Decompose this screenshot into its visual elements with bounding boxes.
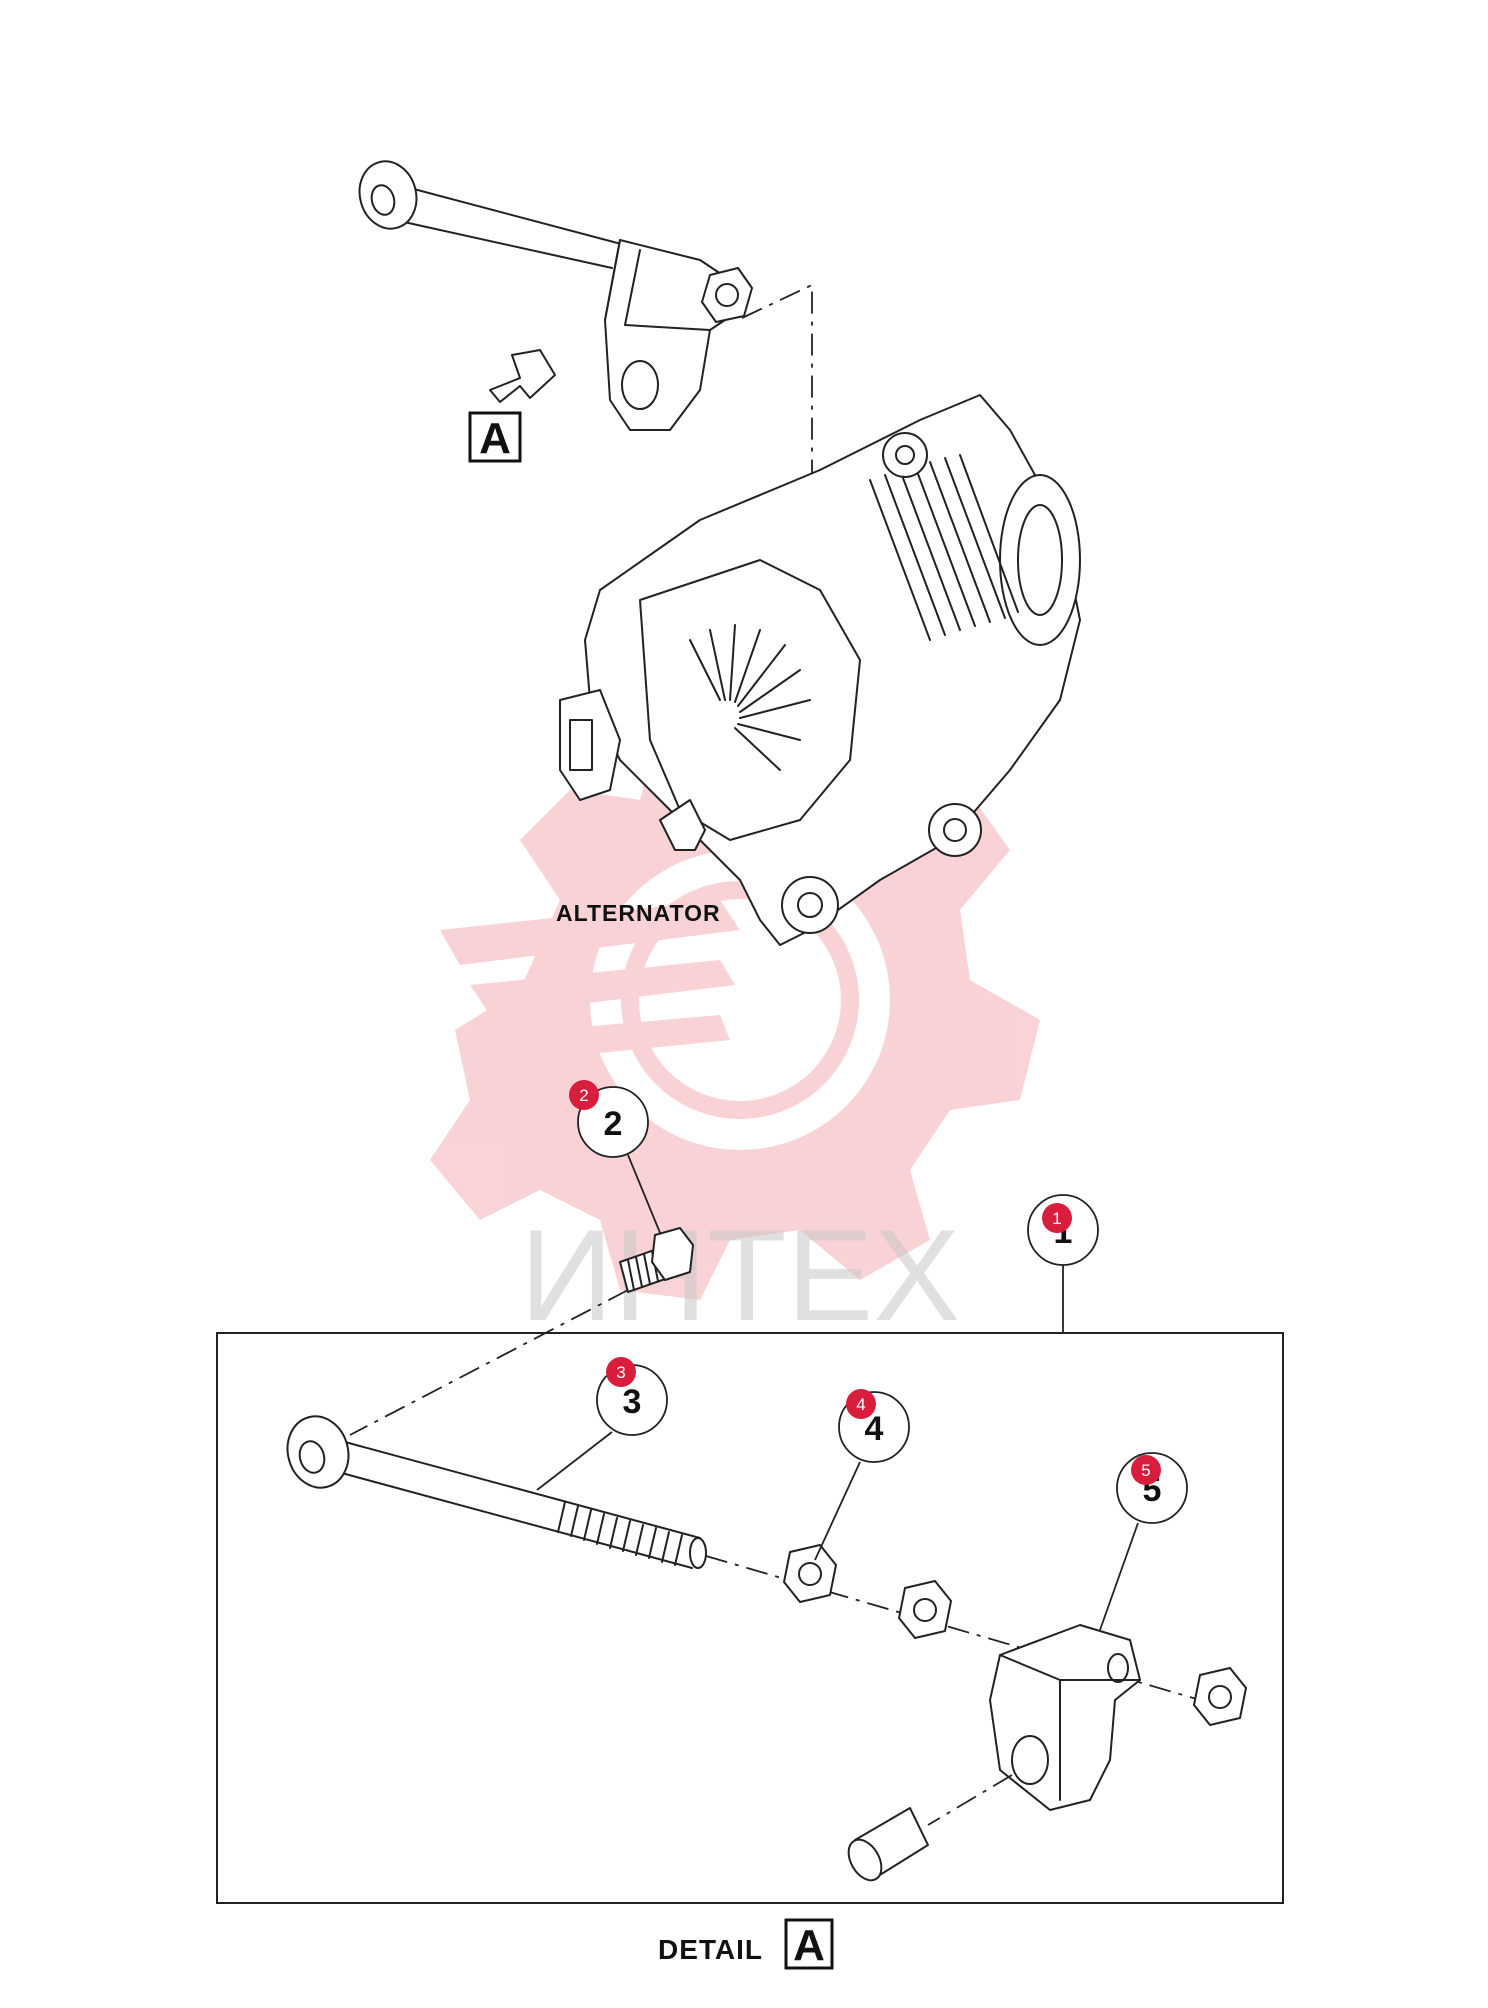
bracket-part-5 (989, 1624, 1141, 1811)
nut-4-body (783, 1544, 837, 1603)
rod-3-threads (557, 1501, 683, 1566)
detail-label: DETAIL A (658, 1918, 834, 1970)
callout-5: 5 5 (1099, 1452, 1188, 1631)
watermark-gear-ring (621, 881, 859, 1119)
callout-5-badge (1131, 1455, 1161, 1485)
top-bracket-nut-hole (715, 283, 739, 307)
top-bracket-edge (604, 239, 711, 331)
alternator-terminal-stud (659, 799, 706, 851)
top-rod-eye (358, 160, 418, 230)
nut-third-hole (1208, 1685, 1232, 1709)
bolt-2-head (651, 1227, 694, 1281)
view-arrow-icon (489, 349, 556, 403)
view-marker-box: A (468, 411, 522, 463)
alternator-bottom-ear (781, 876, 839, 934)
top-bracket-assembly (358, 160, 813, 510)
callout-4: 4 4 (814, 1389, 910, 1561)
nut-second-body (898, 1580, 952, 1639)
alternator-pulley-inner (1017, 504, 1063, 616)
top-leader-line (741, 283, 813, 510)
detail-marker-letter: A (793, 1921, 825, 1970)
callout-4-badge (846, 1389, 876, 1419)
rod-3-end (689, 1537, 707, 1569)
callout-2-leader (627, 1154, 664, 1241)
bolt-part-2 (619, 1227, 694, 1293)
alternator-top-ear (882, 432, 928, 478)
watermark-speed-line-1 (440, 900, 740, 965)
callout-2-badge-number: 2 (579, 1086, 588, 1105)
detail-label-text: DETAIL (658, 1934, 763, 1965)
alternator-side-ear (928, 803, 982, 857)
top-bracket-nut (701, 267, 753, 323)
alternator-stator-fins (869, 454, 1019, 641)
nut-second (898, 1580, 952, 1639)
rod-3-eye (286, 1415, 350, 1489)
callout-5-leader (1099, 1522, 1139, 1631)
callout-3-number: 3 (623, 1383, 642, 1421)
callout-5-badge-number: 5 (1141, 1461, 1150, 1480)
callout-4-leader (814, 1461, 861, 1561)
top-bracket-block (604, 239, 741, 431)
callout-4-number: 4 (865, 1410, 884, 1448)
bushing-leader (927, 1774, 1013, 1826)
alternator-connector-pin (569, 719, 593, 771)
detail-bolt-leader (349, 1289, 629, 1436)
watermark-text: ИНТЕХ (520, 1202, 960, 1348)
callout-2: 2 2 (569, 1080, 664, 1241)
nut-third (1193, 1667, 1247, 1726)
view-marker-frame (468, 411, 522, 463)
callout-1-badge-number: 1 (1052, 1209, 1061, 1228)
top-bracket-hole (621, 360, 659, 410)
alternator-rectifier-ribs (689, 624, 811, 771)
callout-4-badge-number: 4 (856, 1395, 865, 1414)
alternator-bottom-ear-hole (797, 892, 823, 918)
alternator-pulley (999, 474, 1081, 646)
detail-frame (216, 1332, 1284, 1904)
rod-part-3 (286, 1415, 707, 1569)
rod-3-eye-hole (298, 1440, 326, 1474)
callout-3-leader (536, 1431, 613, 1491)
bushing-end (847, 1838, 883, 1882)
alternator-top-ear-hole (895, 445, 915, 465)
alternator (559, 394, 1081, 946)
nut-second-hole (913, 1598, 937, 1622)
alternator-connector (559, 689, 621, 801)
bracket-5-hole-bottom (1011, 1735, 1049, 1785)
view-arrow (489, 349, 556, 403)
callout-3-badge (606, 1357, 636, 1387)
alternator-label: ALTERNATOR (556, 900, 721, 926)
watermark-speed-line-3 (490, 1015, 730, 1062)
bracket-5-hole-top (1107, 1653, 1129, 1683)
top-rod (403, 187, 626, 269)
callout-1: 1 1 (1027, 1194, 1099, 1333)
callout-2-number: 2 (604, 1105, 623, 1143)
callout-3-badge-number: 3 (616, 1363, 625, 1382)
nut-part-4 (783, 1544, 837, 1603)
view-marker-letter: A (479, 414, 511, 463)
callout-1-badge (1042, 1203, 1072, 1233)
top-rod-eye-hole (370, 184, 396, 216)
rod-3-shaft (337, 1441, 701, 1569)
nut-third-body (1193, 1667, 1247, 1726)
watermark-speed-line-2 (470, 960, 735, 1015)
callout-3: 3 3 (536, 1357, 668, 1491)
alternator-side-ear-hole (943, 818, 967, 842)
bracket-5-block (989, 1624, 1141, 1811)
nut-4-hole (798, 1562, 822, 1586)
alternator-rear-cover (639, 559, 861, 841)
detail-marker-frame (784, 1918, 834, 1970)
bushing (847, 1774, 1013, 1882)
callout-2-badge (569, 1080, 599, 1110)
